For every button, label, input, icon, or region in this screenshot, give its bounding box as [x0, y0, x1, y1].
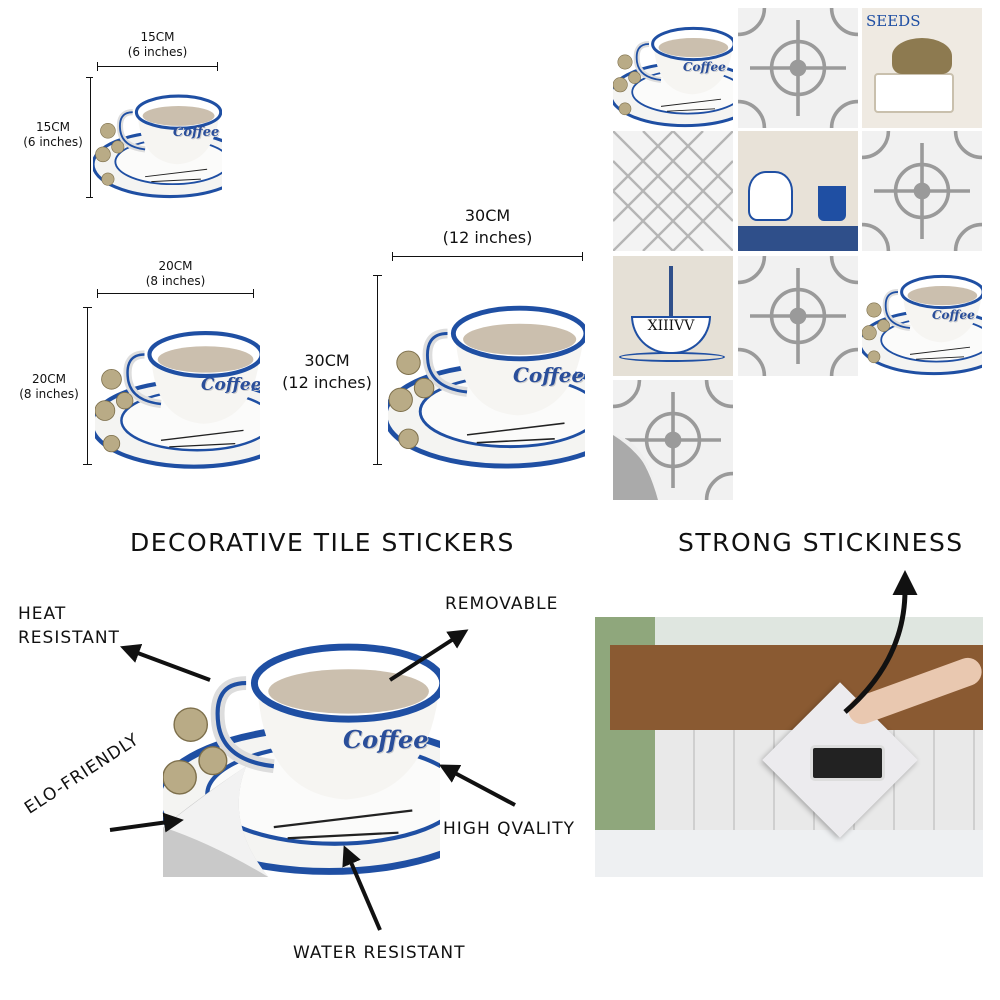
grid-tile-plant-cup: XIIIVV: [613, 256, 733, 376]
feature-water-resistant: WATER RESISTANT: [293, 943, 466, 963]
grid-tile-coffee: Coffee: [613, 8, 733, 128]
tile-sample-15cm: Coffee: [93, 75, 222, 199]
arrow-heat: [120, 644, 211, 682]
size-cm: 15CM: [140, 30, 175, 44]
cup-logo: Coffee: [683, 60, 726, 74]
heading-decorative-tile-stickers: DECORATIVE TILE STICKERS: [130, 528, 515, 557]
height-dimension-line-15: [86, 77, 95, 198]
width-dimension-line-30: [392, 252, 583, 261]
width-label-20: 20CM(8 inches): [97, 259, 254, 289]
height-dimension-line-20: [83, 307, 92, 465]
size-inches: (12 inches): [282, 373, 372, 392]
cup-logo: Coffee: [201, 375, 260, 395]
arrow-water: [342, 845, 382, 931]
feature-heat-resistant: HEAT RESISTANT: [18, 602, 120, 650]
size-inches: (6 inches): [127, 45, 188, 59]
size-inches: (8 inches): [19, 387, 79, 401]
cup-logo: Coffee: [173, 125, 220, 140]
tile-sample-20cm: Coffee: [95, 305, 260, 470]
arrow-eco: [109, 812, 184, 833]
width-dimension-line-15: [97, 62, 218, 71]
cup-logo: Coffee: [343, 725, 429, 754]
size-cm: 20CM: [158, 259, 193, 273]
size-cm: 30CM: [464, 206, 511, 225]
heading-strong-stickiness: STRONG STICKINESS: [678, 528, 964, 557]
size-inches: (8 inches): [145, 274, 206, 288]
feature-high-quality: HIGH QVALITY: [443, 819, 575, 839]
grid-tile-seeds: SEEDS: [862, 8, 982, 128]
feature-heat-line2: RESISTANT: [18, 628, 120, 648]
phone: [810, 745, 885, 781]
size-cm: 20CM: [31, 372, 66, 386]
arrow-removable: [388, 629, 469, 682]
kitchen-photo: [595, 617, 983, 877]
height-label-20: 20CM(8 inches): [14, 372, 84, 402]
size-cm: 30CM: [304, 351, 350, 370]
width-dimension-line-20: [97, 289, 254, 298]
size-cm: 15CM: [35, 120, 70, 134]
width-label-15: 15CM(6 inches): [97, 30, 218, 60]
countertop: [595, 830, 983, 877]
height-dimension-line-30: [373, 275, 382, 465]
size-inches: (6 inches): [23, 135, 83, 149]
size-inches: (12 inches): [442, 228, 533, 247]
height-label-30: 30CM (12 inches): [272, 350, 382, 394]
cup-logo: Coffee: [932, 308, 975, 322]
grid-tile-peeling: [613, 380, 733, 500]
arrow-quality: [438, 764, 516, 807]
feature-removable: REMOVABLE: [445, 594, 559, 614]
height-label-15: 15CM(6 inches): [18, 120, 88, 150]
tile-sample-30cm: Coffee: [388, 275, 585, 470]
grid-tile-coffee-2: Coffee: [862, 256, 982, 376]
width-label-30: 30CM (12 inches): [392, 205, 583, 249]
grid-tile-teapot: [738, 131, 858, 251]
cup-logo: Coffee: [513, 363, 585, 387]
seeds-label: SEEDS: [866, 12, 921, 30]
feature-tile: Coffee: [163, 600, 440, 877]
feature-heat-line1: HEAT: [18, 604, 67, 624]
